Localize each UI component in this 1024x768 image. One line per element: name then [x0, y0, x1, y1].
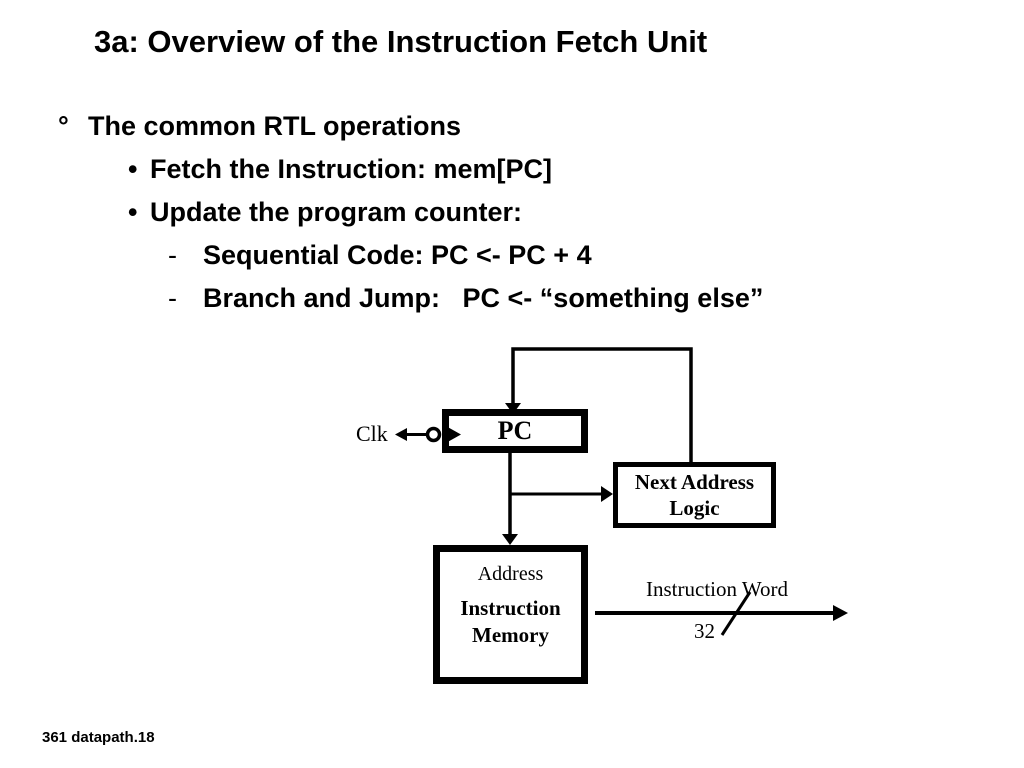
pc-label: PC [497, 416, 533, 445]
arrowhead-toward-clk-icon [395, 428, 407, 441]
slide-title: 3a: Overview of the Instruction Fetch Un… [94, 24, 708, 59]
instruction-memory-label-line1: Instruction [460, 596, 561, 620]
bullet-update-pc: • Update the program counter: [128, 197, 522, 227]
clk-label: Clk [356, 421, 388, 446]
arrowhead-into-memory-icon [502, 534, 518, 545]
next-address-logic-label-line1: Next Address [634, 470, 755, 494]
next-address-logic-box: Next Address Logic [613, 462, 776, 528]
bus-width-label: 32 [694, 619, 715, 643]
dash-bullet-icon: - [168, 283, 177, 313]
bullet-sequential-code: - Sequential Code: PC <- PC + 4 [168, 240, 592, 270]
dot-bullet-icon: • [128, 154, 138, 184]
bullet-fetch-instruction: • Fetch the Instruction: mem[PC] [128, 154, 552, 184]
instruction-word-label: Instruction Word [646, 577, 788, 601]
dash-bullet-icon: - [168, 240, 177, 270]
dot-bullet-icon: • [128, 197, 138, 227]
instruction-memory-label: Instruction Memory [460, 595, 560, 649]
arrowhead-into-next-address-icon [601, 486, 613, 502]
bullet-branch-jump: - Branch and Jump: PC <- “something else… [168, 283, 763, 313]
arrowhead-instruction-word-icon [833, 605, 848, 621]
address-port-label: Address [477, 563, 544, 585]
instruction-memory-label-line2: Memory [472, 623, 549, 647]
bullet-text: Fetch the Instruction: mem[PC] [150, 154, 553, 184]
pc-register-box: PC [442, 409, 588, 453]
next-address-logic-label-line2: Logic [669, 496, 720, 520]
bullet-common-rtl: ° The common RTL operations [58, 111, 461, 141]
bullet-text: Sequential Code: PC <- PC + 4 [203, 240, 592, 270]
clk-bubble-icon [425, 426, 442, 443]
bullet-text: Branch and Jump: PC <- “something else” [203, 283, 764, 313]
bullet-text: Update the program counter: [150, 197, 523, 227]
instruction-memory-box: Address Instruction Memory [433, 545, 588, 684]
degree-bullet-icon: ° [58, 111, 69, 141]
slide-footer: 361 datapath.18 [42, 729, 155, 746]
bullet-text: The common RTL operations [88, 111, 462, 141]
